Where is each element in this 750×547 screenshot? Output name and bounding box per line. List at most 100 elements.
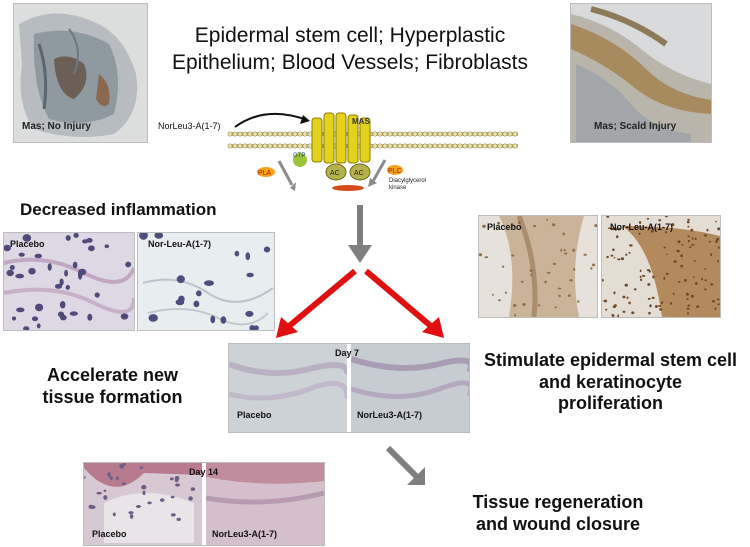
cell-membrane — [227, 131, 518, 149]
arrow-icon — [407, 467, 425, 485]
panel-label: NorLeu3-A(1-7) — [212, 529, 278, 539]
cell-nucleus — [646, 269, 650, 272]
lipid-head — [287, 143, 293, 149]
cell-nucleus — [141, 484, 147, 490]
cell-nucleus — [54, 283, 63, 289]
cell-nucleus — [704, 288, 707, 291]
cell-nucleus — [479, 253, 482, 257]
cell-nucleus — [657, 305, 662, 307]
arrow-icon — [348, 245, 372, 263]
panel-label: Placebo — [92, 529, 127, 539]
mas-receptor-icon: MAS — [311, 112, 371, 164]
panel-label: Placebo — [10, 239, 45, 249]
micrograph-label: Mas; Scald Injury — [594, 121, 677, 132]
lipid-head — [452, 131, 458, 137]
cell-nucleus — [530, 273, 533, 277]
cell-nucleus — [665, 216, 668, 218]
micrograph-day14: Day 14 Placebo NorLeu3-A(1-7) — [83, 462, 325, 546]
cell-nucleus — [16, 307, 25, 313]
lipid-head — [372, 143, 378, 149]
cell-nucleus — [563, 252, 568, 255]
cell-nucleus — [135, 505, 142, 508]
lipid-head — [477, 143, 483, 149]
lipid-head — [232, 143, 238, 149]
cell-nucleus — [59, 301, 66, 309]
micrograph-mas-no-injury: Mas; No Injury — [13, 3, 148, 143]
cell-nucleus — [594, 224, 597, 228]
cell-nucleus — [178, 295, 185, 303]
cell-nucleus — [639, 221, 642, 224]
cell-nucleus — [120, 313, 129, 320]
cell-nucleus — [84, 476, 86, 479]
cell-nucleus — [715, 240, 718, 243]
cell-nucleus — [717, 303, 720, 305]
cell-nucleus — [655, 305, 658, 308]
lipid-head — [387, 143, 393, 149]
cell-nucleus — [47, 263, 52, 271]
cell-nucleus — [624, 283, 628, 287]
lipid-head — [452, 143, 458, 149]
cell-nucleus — [263, 246, 271, 253]
lipid-head — [412, 131, 418, 137]
cell-nucleus — [665, 231, 667, 234]
receptor-label: MAS — [352, 117, 370, 126]
lipid-head — [442, 143, 448, 149]
cell-nucleus — [703, 234, 708, 237]
cell-nucleus — [517, 221, 521, 225]
cell-nucleus — [176, 517, 181, 521]
cell-nucleus — [680, 264, 684, 268]
lipid-head — [427, 131, 433, 137]
cell-nucleus — [28, 267, 36, 275]
lipid-head — [467, 131, 473, 137]
arrow-icon — [290, 182, 296, 191]
cell-nucleus — [694, 237, 697, 240]
lipid-head — [417, 131, 423, 137]
cell-nucleus — [701, 277, 703, 281]
lipid-head — [437, 131, 443, 137]
cell-nucleus — [546, 218, 549, 221]
cell-nucleus — [649, 304, 652, 308]
lipid-head — [267, 131, 273, 137]
lipid-head — [407, 143, 413, 149]
cell-nucleus — [504, 291, 507, 294]
cell-nucleus — [677, 240, 681, 244]
micrograph-norleu-stem-cell: Nor-Leu-A(1-7) — [601, 215, 721, 318]
lipid-head — [237, 143, 243, 149]
cell-nucleus — [147, 501, 152, 505]
lipid-head — [492, 143, 498, 149]
lipid-head — [422, 131, 428, 137]
cell-nucleus — [6, 269, 14, 277]
cell-nucleus — [608, 227, 612, 229]
mas-receptor-pathway-diagram: MAS GTP AC AC PLA PLC Diacylglycerol kin… — [158, 112, 518, 191]
cell-nucleus — [103, 489, 107, 492]
cell-nucleus — [128, 511, 134, 515]
lipid-head — [482, 131, 488, 137]
lipid-head — [237, 131, 243, 137]
lipid-head — [272, 131, 278, 137]
cell-nucleus — [170, 513, 176, 517]
cell-nucleus — [514, 313, 516, 317]
micrograph-norleu-inflammation: Nor-Leu-A(1-7) — [137, 232, 275, 331]
lipid-head — [487, 143, 493, 149]
cell-nucleus — [116, 476, 119, 481]
cell-nucleus — [676, 249, 680, 253]
cell-nucleus — [170, 495, 175, 499]
lipid-head — [447, 143, 453, 149]
lipid-head — [287, 131, 293, 137]
cell-nucleus — [502, 265, 505, 268]
lipid-head — [292, 131, 298, 137]
lipid-head — [457, 143, 463, 149]
cell-nucleus — [642, 274, 646, 277]
cell-nucleus — [234, 250, 240, 257]
cell-nucleus — [612, 248, 615, 252]
plc-label: PLC — [388, 168, 402, 175]
cell-nucleus — [88, 245, 95, 252]
lipid-head — [247, 131, 253, 137]
cell-nucleus — [190, 487, 196, 491]
regeneration-arrow — [385, 445, 425, 485]
cell-nucleus — [629, 244, 633, 247]
g-protein-label: GTP — [293, 153, 305, 159]
cell-nucleus — [148, 314, 158, 322]
cell-nucleus — [704, 279, 707, 282]
regeneration-caption: Tissue regeneration and wound closure — [472, 492, 644, 534]
